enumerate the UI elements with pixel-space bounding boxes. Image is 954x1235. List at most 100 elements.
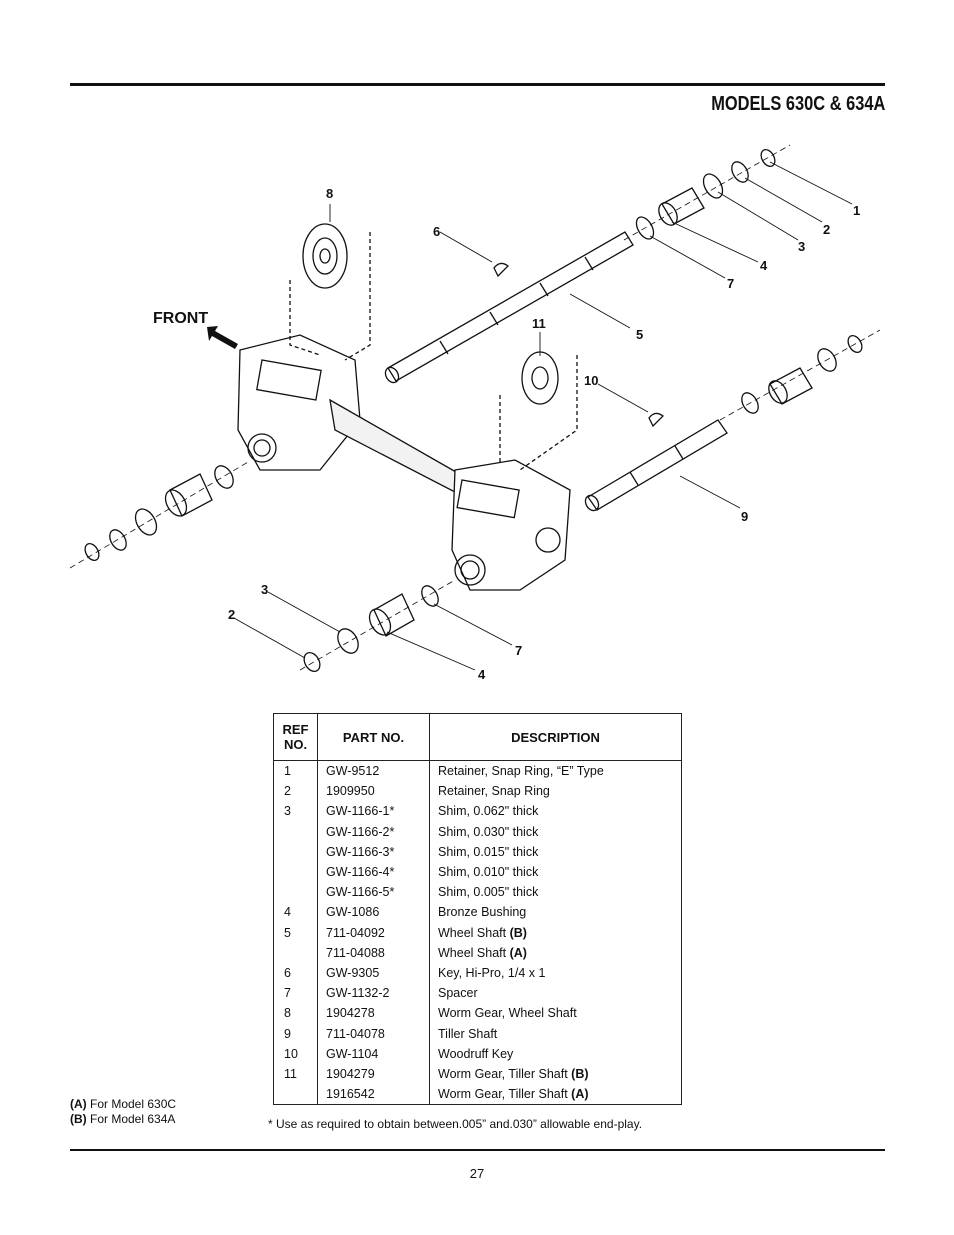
cell-description: Worm Gear, Tiller Shaft (B) [430,1064,682,1084]
callout-1: 1 [853,203,860,218]
header-part-no: PART NO. [317,713,430,761]
cell-ref: 10 [273,1043,318,1064]
note-model-b: (B) For Model 634A [70,1112,176,1126]
cell-description: Retainer, Snap Ring [430,781,682,801]
description-text: Wheel Shaft [438,925,507,940]
cell-description: Shim, 0.015" thick [430,842,682,862]
callout-9: 9 [741,509,748,524]
table-row: GW-1166-3* Shim, 0.015" thick [273,841,682,862]
table-row: GW-1166-4*Shim, 0.010" thick [273,861,682,883]
description-text: Key, Hi-Pro, 1/4 x 1 [438,965,546,980]
description-text: Shim, 0.030" thick [438,824,539,839]
description-text: Shim, 0.015" thick [438,844,539,859]
cell-part-no: 711-04078 [317,1023,430,1044]
cell-part-no: 711-04088 [317,942,430,963]
cell-part-no: GW-1166-2* [317,821,430,842]
cell-ref: 11 [273,1063,318,1084]
callout-10: 10 [584,373,598,388]
cell-ref: 7 [273,983,318,1004]
callout-7-bottom: 7 [515,643,522,658]
callout-8: 8 [326,186,333,201]
cell-description: Wheel Shaft (A) [430,943,682,963]
cell-description: Spacer [430,983,682,1003]
bottom-rule [70,1149,885,1151]
cell-description: Key, Hi-Pro, 1/4 x 1 [430,963,682,983]
cell-ref: 9 [273,1023,318,1044]
header-description: DESCRIPTION [429,713,682,761]
front-arrow-icon [207,326,238,349]
header-ref-no: REF NO. [273,713,318,761]
tiller-shaft [584,419,728,512]
cell-part-no: GW-1166-4* [317,861,430,883]
cell-part-no: GW-1086 [317,902,430,923]
cell-description: Worm Gear, Tiller Shaft (A) [430,1084,682,1105]
cell-description: Shim, 0.010" thick [430,862,682,882]
cell-part-no: GW-9305 [317,962,430,984]
callout-7: 7 [727,276,734,291]
worm-gear-wheel-shaft [289,223,371,361]
cell-description: Worm Gear, Wheel Shaft [430,1003,682,1023]
cell-ref: 6 [273,962,318,984]
leader-lines [233,161,853,671]
cell-part-no: GW-1166-3* [317,841,430,862]
top-rule [70,83,885,86]
table-row: GW-1166-5*Shim, 0.005" thick [273,882,682,903]
description-text: Worm Gear, Tiller Shaft [438,1066,568,1081]
mid-right-hardware [719,329,881,421]
cell-description: Shim, 0.062" thick [430,801,682,821]
exploded-parts-diagram: FRONT 8 6 1 2 3 4 7 5 11 10 9 3 2 7 4 [69,144,881,682]
callout-2: 2 [823,222,830,237]
cell-ref [273,882,318,903]
callout-5: 5 [636,327,643,342]
cell-ref: 1 [273,760,318,782]
table-row: GW-1166-2* Shim, 0.030" thick [273,821,682,842]
cell-part-no: 1904279 [317,1063,430,1084]
cell-ref: 5 [273,922,318,943]
cell-part-no: GW-9512 [317,760,430,782]
cell-description: Bronze Bushing [430,902,682,922]
cell-part-no: 1909950 [317,781,430,802]
cell-ref: 4 [273,902,318,923]
cell-part-no: GW-1166-1* [317,801,430,822]
callout-4: 4 [760,258,768,273]
description-text: Woodruff Key [438,1046,514,1061]
cell-part-no: 1916542 [317,1084,430,1105]
description-text: Retainer, Snap Ring [438,784,550,799]
upper-right-hardware [623,144,791,241]
cell-ref [273,821,318,842]
cell-ref: 8 [273,1003,318,1024]
cell-ref [273,861,318,883]
woodruff-key [648,412,664,428]
page-number: 27 [469,1166,485,1181]
cell-ref: 2 [273,781,318,802]
description-text: Worm Gear, Tiller Shaft [438,1087,568,1102]
cell-description: Shim, 0.030" thick [430,822,682,842]
cell-description: Tiller Shaft [430,1023,682,1043]
note-model-a: (A) For Model 630C [70,1097,177,1111]
key-hi-pro [493,262,509,278]
footnote: * Use as required to obtain between.005”… [268,1117,643,1131]
cell-ref [273,841,318,862]
cell-part-no: 711-04092 [317,922,430,943]
description-text: Worm Gear, Wheel Shaft [438,1006,577,1021]
description-text: Retainer, Snap Ring, “E” Type [438,764,604,779]
cell-ref [273,942,318,963]
callout-6: 6 [433,224,440,239]
description-text: Spacer [438,986,478,1001]
cell-description: Wheel Shaft (B) [430,923,682,943]
model-tag: (A) [509,945,527,960]
description-text: Wheel Shaft [438,945,507,960]
model-notes: (A) For Model 630C (B) For Model 634A [70,1097,176,1127]
